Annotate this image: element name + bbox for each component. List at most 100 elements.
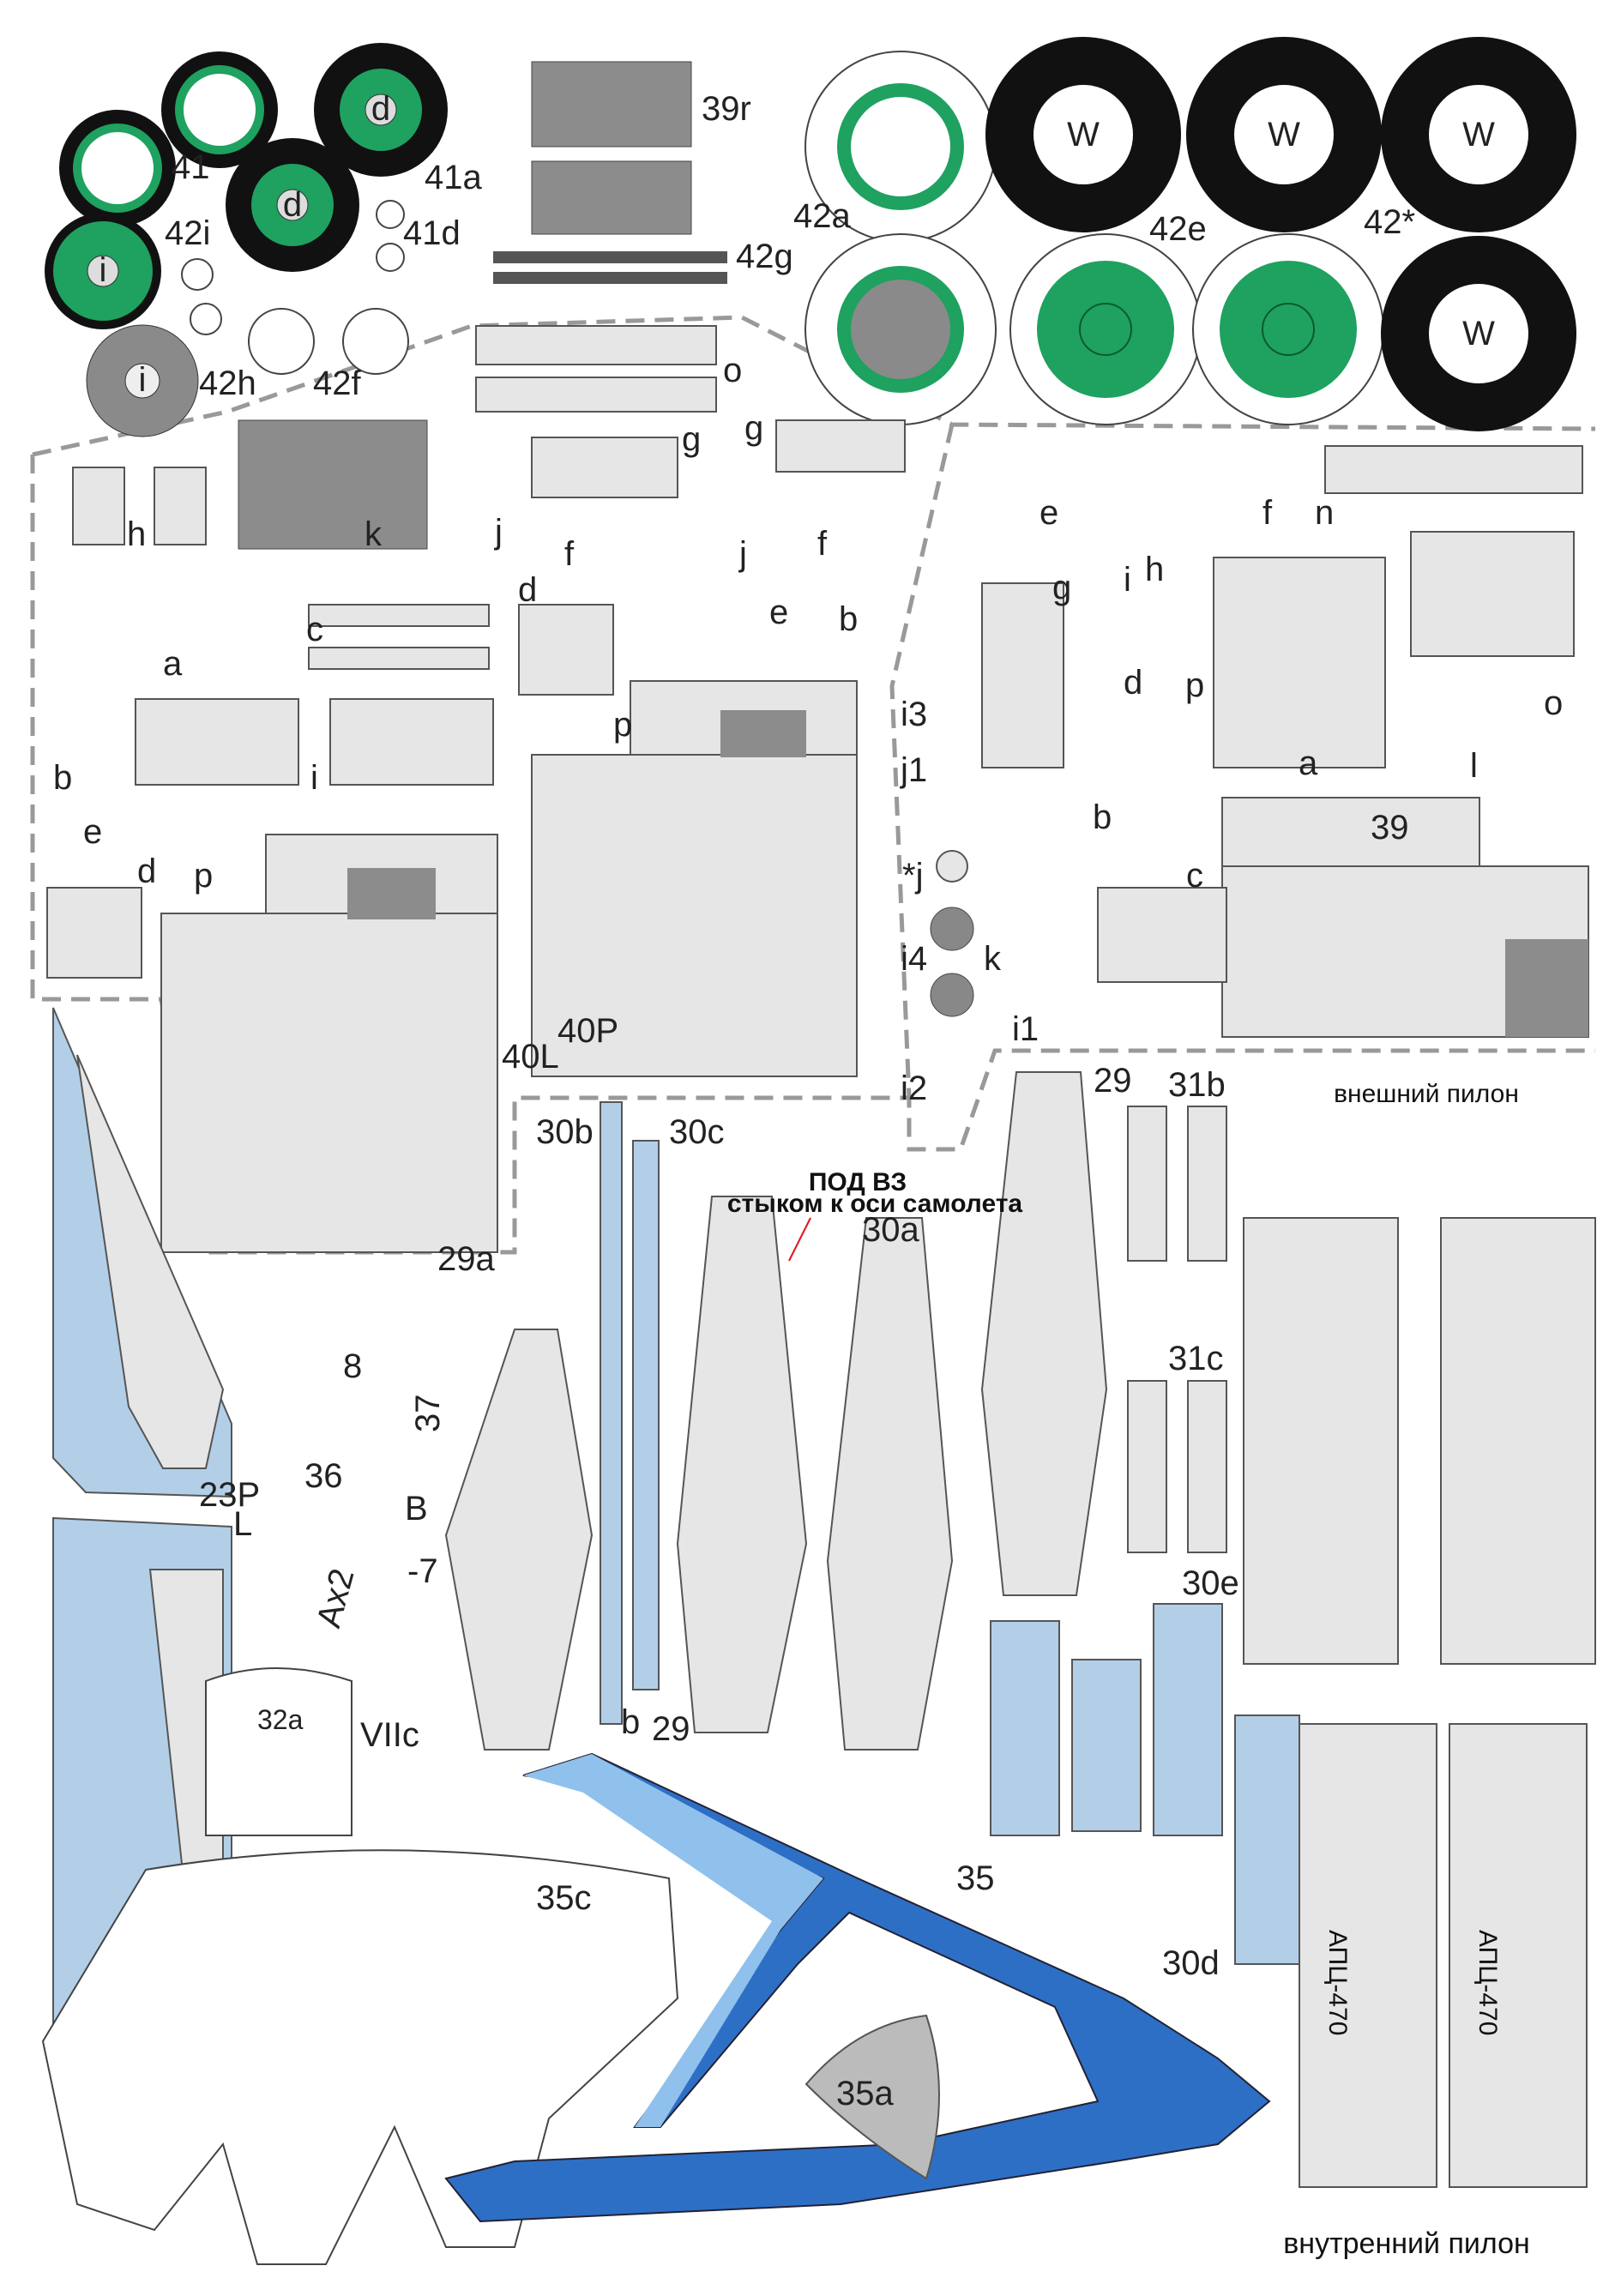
part-30d-b — [1234, 1714, 1300, 1965]
label-i: i — [1124, 561, 1131, 599]
part-35a — [804, 2014, 940, 2180]
label-31c: 31c — [1168, 1340, 1224, 1377]
label-30b: 30b — [536, 1113, 594, 1151]
wheel-letter: d — [283, 186, 302, 224]
label-42: 42* — [1364, 203, 1415, 241]
part-c-right — [1097, 887, 1227, 983]
part-i-b — [329, 698, 494, 786]
label-41d: 41d — [403, 214, 461, 252]
wheel-42a-grey — [804, 233, 997, 425]
label-35c: 35c — [536, 1879, 592, 1917]
label-29a: 29a — [437, 1240, 495, 1278]
label-e: e — [769, 594, 788, 631]
part-32a — [205, 1667, 353, 1836]
label-35a: 35a — [836, 2075, 894, 2112]
label-Ax2: Ax2 — [310, 1564, 361, 1631]
label-k: k — [365, 515, 383, 553]
label-39r: 39r — [702, 90, 751, 128]
part-40P — [531, 680, 858, 1077]
part-39 — [1221, 797, 1589, 1038]
label-p: p — [613, 706, 632, 744]
part-a — [1213, 557, 1386, 768]
missile-29 — [980, 1071, 1108, 1596]
label-b: b — [839, 600, 858, 638]
missile-label: АПЦ-470 — [1473, 1930, 1502, 2035]
wheel-42a — [804, 51, 997, 243]
label-8: 8 — [343, 1347, 362, 1385]
part-40L — [160, 834, 498, 1253]
label-7: -7 — [407, 1552, 438, 1590]
label-30c: 30c — [669, 1113, 725, 1151]
tire-w-2 — [1186, 37, 1382, 232]
part-o — [475, 325, 717, 365]
label-a: a — [163, 645, 183, 683]
label-p: p — [1185, 666, 1204, 704]
part-h-b — [154, 467, 207, 545]
outer-pylon-1 — [1243, 1217, 1399, 1665]
label-42e: 42e — [1149, 210, 1207, 248]
cut-outline — [30, 315, 1596, 1255]
label-h: h — [1145, 551, 1164, 588]
wheel-i — [45, 213, 161, 329]
label-p: p — [194, 857, 213, 895]
label-36: 36 — [304, 1457, 343, 1495]
label-b: b — [53, 759, 72, 797]
part-h — [72, 467, 125, 545]
wheel-41a — [314, 43, 448, 177]
tire-w-4 — [1381, 236, 1576, 431]
part-plate — [1410, 531, 1575, 657]
label-30e: 30e — [1182, 1564, 1239, 1602]
label-d: d — [1124, 664, 1142, 702]
label-e: e — [83, 813, 102, 851]
label-39: 39 — [1371, 809, 1409, 847]
part-c-b — [308, 647, 490, 670]
part-g-right — [775, 419, 906, 473]
wheel-41-b — [59, 110, 176, 226]
label-i1: i1 — [1012, 1010, 1039, 1048]
label-o: o — [723, 352, 742, 389]
label-e: e — [1039, 494, 1058, 532]
label-42f: 42f — [313, 365, 361, 402]
label-32a: 32a — [257, 1704, 304, 1735]
label-n: n — [1315, 494, 1334, 532]
label-30d: 30d — [1162, 1944, 1220, 1982]
label-a: a — [1299, 744, 1318, 782]
label-40P: 40P — [557, 1012, 618, 1050]
part-39r-b — [531, 160, 692, 235]
part-g — [531, 437, 678, 498]
label-42g: 42g — [736, 238, 793, 275]
part-30e-b — [1071, 1659, 1142, 1832]
label-37: 37 — [409, 1395, 447, 1433]
strip-30b — [600, 1101, 623, 1725]
part-n — [1324, 445, 1583, 494]
part-30d — [1153, 1603, 1223, 1836]
label-B: B — [405, 1490, 428, 1528]
label-j: *j — [902, 857, 923, 895]
label-i: i — [310, 759, 318, 797]
label-42h: 42h — [199, 365, 256, 402]
label-42i: 42i — [165, 214, 210, 252]
tire-w-1 — [985, 37, 1181, 232]
part-31b — [1127, 1106, 1167, 1262]
part-d — [518, 604, 614, 696]
wheel-letter: d — [371, 90, 390, 128]
canopy-35-light — [523, 1754, 823, 2127]
label-c: c — [306, 611, 323, 648]
red-note-title: ПОД ВЗ — [809, 1168, 907, 1196]
label-i2: i2 — [901, 1070, 927, 1107]
disc-42f — [248, 308, 315, 375]
part-k — [238, 419, 428, 550]
wheel-letter: i — [139, 361, 147, 399]
inner-pylon-1 — [1299, 1723, 1437, 2188]
part-42g-b — [493, 272, 727, 284]
outer-pylon-2 — [1440, 1217, 1596, 1665]
part-d-left — [46, 887, 142, 979]
label-31b: 31b — [1168, 1066, 1226, 1104]
inner-pylon-2 — [1449, 1723, 1588, 2188]
label-g: g — [1052, 569, 1071, 606]
part-42g — [493, 251, 727, 263]
tire-letter: W — [1067, 116, 1100, 154]
disc-42f-b — [342, 308, 409, 375]
